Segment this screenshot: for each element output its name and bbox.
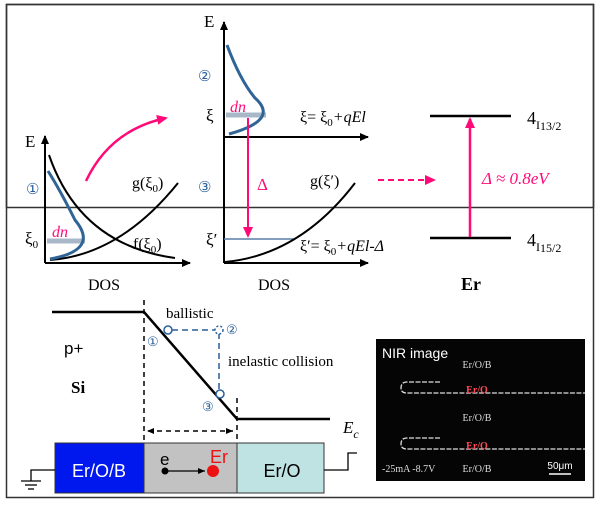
g-prime-curve	[224, 182, 356, 263]
band-diagram: ① ② ③ ballistic inelastic collision p+ S…	[52, 300, 359, 445]
svg-text:f(ξ0): f(ξ0)	[133, 236, 162, 256]
svg-text:ξ= ξ0+qEl: ξ= ξ0+qEl	[300, 109, 366, 129]
electron-dot	[161, 467, 169, 475]
xi0-label: ξ	[25, 229, 33, 248]
nir-row-5: Er/O/B	[463, 464, 492, 475]
nir-scale-label: 50μm	[547, 461, 572, 472]
si-label: Si	[71, 378, 85, 397]
dos-label-1: DOS	[88, 277, 120, 294]
inelastic-collision-label: inelastic collision	[228, 354, 334, 370]
g-prime-label: g(ξ′)	[310, 173, 339, 190]
er-label: Er	[461, 274, 481, 294]
nir-title: NIR image	[382, 345, 448, 361]
p-plus-label: p+	[64, 339, 83, 358]
electron-distribution-curve	[46, 170, 85, 261]
dos-label-2: DOS	[258, 277, 290, 294]
g-curve	[49, 182, 179, 261]
electron-label: e	[160, 450, 169, 469]
ec-sub: c	[353, 427, 359, 441]
level-upper-sub: I	[536, 118, 540, 132]
g-close: )	[158, 175, 163, 192]
axis-e-label: E	[204, 12, 214, 31]
eq1: ξ= ξ	[300, 109, 327, 126]
xi-prime-label: ξ′	[206, 230, 217, 249]
f-curve	[48, 154, 176, 259]
terminal-icon	[324, 452, 357, 471]
ground-icon	[21, 469, 55, 490]
f-close: )	[156, 236, 161, 253]
eq2: ξ′= ξ	[300, 238, 331, 255]
electron-position-3	[215, 389, 225, 399]
eq2-rest: +qEl-Δ	[336, 238, 384, 255]
dos-panel-1: E ① ξ0 dn g(ξ0) f(ξ0) DOS	[25, 132, 191, 294]
ballistic-label: ballistic	[166, 306, 214, 322]
nir-row-1: Er/O/B	[463, 360, 492, 371]
svg-text:ξ′= ξ0+qEl-Δ: ξ′= ξ0+qEl-Δ	[300, 238, 384, 258]
dn-label: dn	[52, 224, 68, 241]
ec-label: E	[342, 418, 354, 437]
energy-gap-label: Δ ≈ 0.8eV	[481, 169, 551, 188]
step-3-label: ③	[198, 180, 211, 196]
electron-position-1	[163, 325, 173, 335]
dn-label: dn	[230, 99, 246, 116]
electron-distribution-curve	[225, 44, 265, 136]
nir-row-2: Er/O	[466, 385, 488, 396]
level-lower: 4	[527, 230, 536, 250]
nir-bias-label: -25mA -8.7V	[382, 464, 436, 475]
eq1-rest: +qEl	[333, 109, 367, 126]
transition-arrow	[84, 115, 168, 182]
er-ion-label: Er	[210, 447, 228, 467]
svg-text:4I15/2: 4I15/2	[527, 230, 561, 255]
level-lower-sub2: 15/2	[540, 241, 561, 255]
device-structure: Er/O/B Er/O e Er	[21, 442, 357, 494]
er-ion-dot	[207, 465, 219, 477]
dos-panel-2: E ② ③ ξ dn Δ ξ′ ξ= ξ0+qEl ξ′= ξ0+qEl-Δ g…	[198, 12, 384, 294]
svg-text:ξ0: ξ0	[25, 229, 39, 251]
level-upper-sub2: 13/2	[540, 119, 561, 133]
er-o-b-layer	[54, 442, 145, 494]
nir-row-4: Er/O	[466, 441, 488, 452]
delta-label: Δ	[257, 175, 268, 194]
g-sub: 0	[152, 183, 158, 195]
xi-label: ξ	[206, 106, 214, 125]
f-label: f(ξ	[133, 236, 151, 253]
step-2-marker: ②	[226, 322, 238, 337]
svg-text:4I13/2: 4I13/2	[527, 108, 561, 133]
step-3-marker: ③	[202, 399, 214, 414]
step-1-label: ①	[26, 182, 39, 198]
er-o-label: Er/O	[263, 461, 300, 481]
eq2-sub: 0	[331, 246, 337, 258]
er-o-layer	[236, 442, 325, 494]
level-upper: 4	[527, 108, 536, 128]
eq1-sub: 0	[327, 117, 333, 129]
svg-text:g(ξ0): g(ξ0)	[132, 175, 163, 195]
level-lower-sub: I	[536, 240, 540, 254]
xi0-sub: 0	[33, 239, 39, 251]
svg-text:Ec: Ec	[342, 418, 359, 441]
electron-position-2	[214, 325, 224, 335]
er-o-b-label: Er/O/B	[72, 461, 126, 481]
axis-e-label: E	[25, 132, 35, 151]
step-2-label: ②	[198, 69, 211, 85]
gap-region	[143, 442, 238, 494]
er-energy-levels: 4I13/2 4I15/2 Δ ≈ 0.8eV Er	[430, 108, 561, 294]
nir-row-3: Er/O/B	[463, 413, 492, 424]
nir-image: NIR image Er/O/B Er/O Er/O/B Er/O Er/O/B…	[376, 339, 585, 481]
f-sub: 0	[151, 244, 157, 256]
g-label: g(ξ	[132, 175, 152, 192]
step-1-marker: ①	[147, 334, 159, 349]
frame	[5, 3, 595, 499]
